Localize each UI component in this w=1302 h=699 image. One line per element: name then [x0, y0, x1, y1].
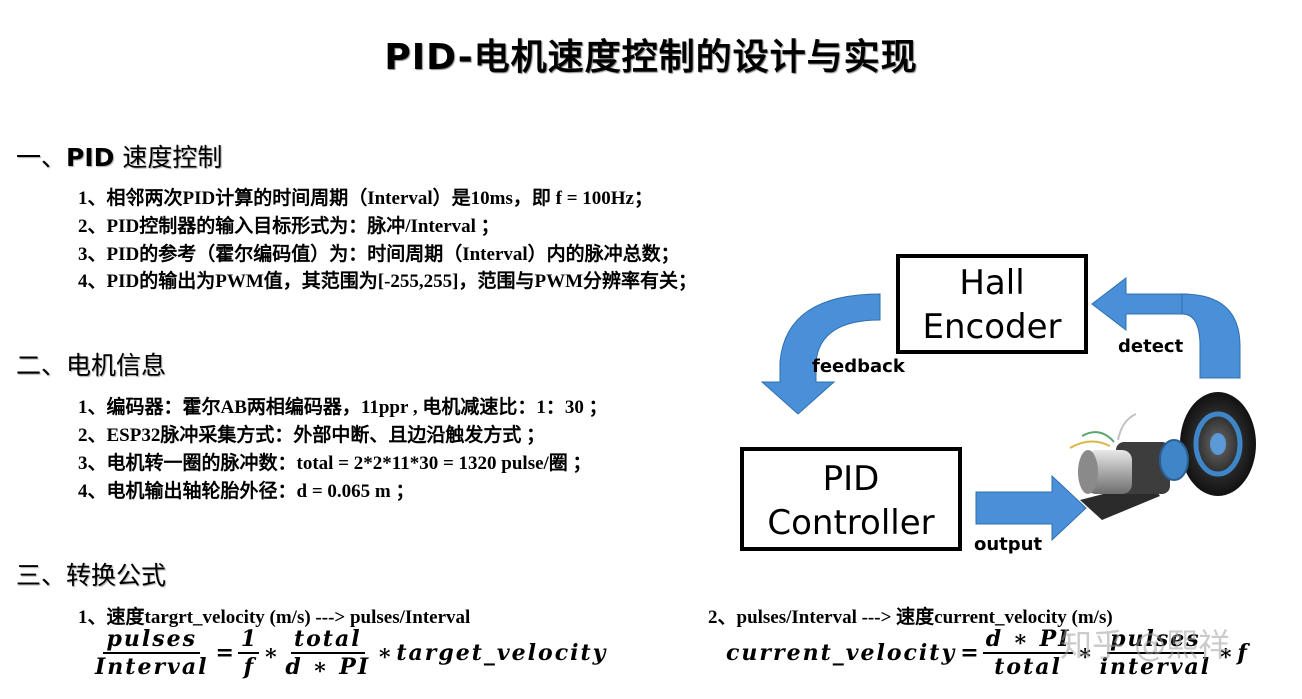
- feedback-arrow: [760, 293, 881, 415]
- formula-2-second-fraction: pulses interval: [1097, 626, 1215, 680]
- section-2-item-1: 1、编码器：霍尔AB两相编码器，11ppr , 电机减速比：1：30 ；: [78, 397, 608, 418]
- wheel-hub: [1210, 433, 1226, 455]
- pid-controller-line-2: Controller: [767, 503, 934, 543]
- wheel-inner-rim: [1159, 439, 1189, 481]
- detect-arrow-tail: [1181, 293, 1241, 379]
- wheel-rim: [1193, 411, 1243, 477]
- watermark: 知乎 @熙祥: [1060, 626, 1231, 664]
- formula-1: pulses Interval = 1 f ∗ total d ∗ PI ∗ta…: [92, 626, 607, 680]
- section-2-prefix: 二、: [16, 351, 67, 380]
- hall-encoder-line-1: Hall: [959, 263, 1024, 303]
- formula-2-caption: 2、pulses/Interval ---> 速度current_velocit…: [708, 607, 1113, 628]
- motor-end-cap: [1078, 450, 1098, 494]
- formula-1-second-denominator: d ∗ PI: [285, 654, 371, 680]
- formula-1-equals: =: [215, 640, 234, 666]
- section-1-title: 速度控制: [114, 143, 223, 172]
- motor-wheel-image: [1069, 392, 1256, 520]
- formula-2-first-fraction: d ∗ PI total: [982, 626, 1074, 680]
- motor-wire-3: [1117, 413, 1137, 441]
- formula-1-target-velocity: target_velocity: [396, 640, 608, 666]
- section-2-item-3: 3、电机转一圈的脉冲数：total = 2*2*11*30 = 1320 pul…: [78, 453, 592, 474]
- formula-1-second-fraction: total d ∗ PI: [282, 626, 373, 680]
- formula-2-times-2: ∗: [1218, 640, 1234, 666]
- formula-2-frequency: f: [1237, 640, 1247, 666]
- motor-wire-2: [1081, 431, 1115, 443]
- section-1-item-3: 3、PID的参考（霍尔编码值）为：时间周期（Interval）内的脉冲总数；: [78, 244, 680, 265]
- motor-body: [1086, 450, 1132, 494]
- section-1-item-4: 4、PID的输出为PWM值，其范围为[-255,255]，范围与PWM分辨率有关…: [78, 271, 698, 292]
- feedback-label: feedback: [812, 356, 906, 377]
- page-title: PID-电机速度控制的设计与实现: [384, 37, 918, 78]
- section-2-title: 电机信息: [66, 351, 167, 380]
- formula-2-equals: =: [960, 640, 979, 666]
- pid-controller-box: [740, 447, 962, 551]
- formula-1-times-1: ∗: [263, 640, 279, 666]
- formula-1-first-numerator: 1: [237, 626, 260, 654]
- section-1-bold: PID: [66, 143, 115, 172]
- formula-1-times-2: ∗: [377, 640, 393, 666]
- section-2-item-2: 2、ESP32脉冲采集方式：外部中断、且边沿触发方式 ；: [78, 425, 546, 446]
- section-1-prefix: 一、: [16, 143, 67, 172]
- formula-1-lhs-fraction: pulses Interval: [92, 626, 211, 680]
- section-1-heading: 一、PID 速度控制: [16, 138, 222, 174]
- output-label: output: [974, 534, 1042, 555]
- section-2-heading: 二、电机信息: [16, 346, 166, 382]
- formula-1-lhs-denominator: Interval: [95, 654, 209, 680]
- formula-2-first-numerator: d ∗ PI: [982, 626, 1074, 654]
- section-2-item-4: 4、电机输出轴轮胎外径：d = 0.065 m ；: [78, 481, 415, 502]
- section-3-title: 转换公式: [66, 561, 167, 590]
- formula-1-lhs-numerator: pulses: [103, 626, 200, 654]
- formula-2-current-velocity: current_velocity: [726, 640, 957, 666]
- formula-2: current_velocity= d ∗ PI total ∗ pulses …: [726, 626, 1247, 680]
- formula-1-first-fraction: 1 f: [237, 626, 260, 680]
- formula-1-caption: 1、速度targrt_velocity (m/s) ---> pulses/In…: [78, 607, 471, 628]
- section-1-item-1: 1、相邻两次PID计算的时间周期（Interval）是10ms，即 f = 10…: [78, 188, 653, 209]
- section-1-item-2: 2、PID控制器的输入目标形式为：脉冲/Interval ；: [78, 216, 500, 237]
- motor-wire-1: [1069, 440, 1111, 449]
- formula-2-first-denominator: total: [994, 654, 1062, 680]
- formula-1-first-denominator: f: [243, 654, 254, 680]
- formula-1-second-numerator: total: [290, 626, 365, 654]
- hall-encoder-box: [896, 254, 1088, 354]
- pid-block-diagram: Hall Encoder PID Controller feedback det…: [740, 254, 1256, 555]
- section-3-prefix: 三、: [16, 561, 67, 590]
- hall-encoder-block: Hall Encoder: [896, 254, 1088, 354]
- detect-label: detect: [1118, 336, 1184, 357]
- formula-2-second-numerator: pulses: [1107, 626, 1204, 654]
- hall-encoder-line-2: Encoder: [922, 307, 1061, 347]
- pid-controller-block: PID Controller: [740, 447, 962, 551]
- formula-2-second-denominator: interval: [1099, 654, 1212, 680]
- pid-controller-line-1: PID: [823, 459, 880, 499]
- output-arrow: [975, 474, 1087, 542]
- formula-2-times-1: ∗: [1077, 640, 1093, 666]
- section-3-heading: 三、转换公式: [16, 556, 166, 592]
